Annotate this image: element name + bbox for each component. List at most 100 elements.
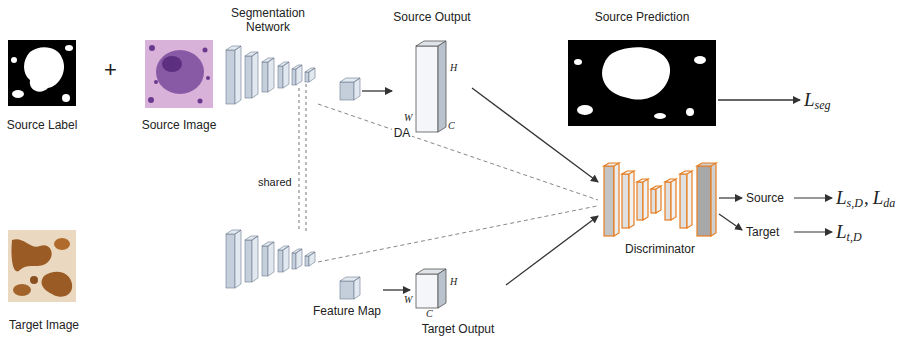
loss-arrow <box>794 197 832 198</box>
node-label: Source Output <box>392 10 472 24</box>
layer-side <box>637 179 648 220</box>
layer-side <box>245 236 258 282</box>
node-label: Feature Map <box>311 304 383 318</box>
cell-dot <box>203 48 208 53</box>
block-side <box>340 78 360 100</box>
network-layers <box>226 230 360 299</box>
mask-blob <box>694 56 706 64</box>
text-label: W <box>404 294 412 305</box>
layer-side <box>680 171 692 228</box>
node-label: Discriminator <box>598 242 722 256</box>
layer-side <box>262 58 274 92</box>
layer-side <box>245 52 258 98</box>
layer-side <box>292 65 302 85</box>
mask-blob <box>24 47 64 92</box>
edge-label: DA <box>392 126 413 140</box>
output-arrow <box>719 214 742 230</box>
node-box: Source Label <box>4 40 80 136</box>
node-box: Source Prediction <box>560 10 724 128</box>
node-label: Source Label <box>4 118 80 132</box>
cell-dot <box>198 99 203 104</box>
node-label: Target Output <box>410 322 506 336</box>
text-label: da <box>883 197 895 210</box>
output-tensor <box>416 41 446 132</box>
mask-blob <box>577 105 593 115</box>
output-arrow <box>719 197 742 198</box>
layer-face <box>697 166 711 236</box>
layer-face <box>637 182 643 220</box>
stain-region <box>13 284 31 296</box>
stain-region <box>11 239 51 271</box>
block-face <box>340 82 354 100</box>
connector <box>383 289 410 290</box>
block-face <box>340 281 354 299</box>
text-label: H <box>450 276 457 287</box>
loss-term: Lseg <box>804 89 831 112</box>
mask-blob <box>686 108 694 116</box>
layer-face <box>278 66 283 88</box>
discriminator-layers <box>604 163 716 236</box>
cell-dot <box>148 97 154 103</box>
layer-face <box>262 62 268 92</box>
mask-blob <box>11 57 17 63</box>
tensor-side <box>438 41 446 132</box>
layer-face <box>278 250 283 272</box>
layer-face <box>651 189 656 213</box>
node-box: Target Image <box>4 228 84 334</box>
layer-side <box>278 62 289 88</box>
layer-side <box>305 68 315 82</box>
loss-term: Lt,D <box>836 221 862 244</box>
text-label: + <box>104 58 117 82</box>
connector <box>362 90 392 91</box>
mask-blob <box>62 94 70 102</box>
node-box: Segmentation Network <box>218 4 362 104</box>
stain-region <box>42 272 73 297</box>
layer-side <box>604 163 619 236</box>
text-label: L <box>873 187 884 209</box>
mask-blob <box>65 45 73 51</box>
layer-face <box>292 253 296 269</box>
node-box: Discriminator <box>598 156 722 260</box>
text-label: W <box>404 112 412 123</box>
layer-face <box>665 182 671 220</box>
tensor-face <box>416 274 438 308</box>
layer-side <box>697 163 716 236</box>
layer-side <box>622 171 634 228</box>
loss-term: Ls,D,Lda <box>836 187 895 210</box>
label-image <box>8 40 76 106</box>
text-label: L <box>804 89 815 111</box>
layer-side <box>292 249 302 269</box>
mask-blob <box>654 113 666 119</box>
layer-face <box>622 174 629 228</box>
text-label: H <box>450 62 457 73</box>
node-box: Source Image <box>139 40 219 136</box>
network-layers <box>226 46 360 104</box>
text-label: shared <box>258 176 292 189</box>
text-label: t,D <box>847 231 862 244</box>
layer-face <box>305 72 309 82</box>
layer-face <box>245 240 252 282</box>
text-label: L <box>836 187 847 209</box>
prediction-image <box>568 40 716 126</box>
tissue-region <box>156 50 204 94</box>
node-box: Feature Map <box>311 272 383 322</box>
text-label: L <box>836 221 847 243</box>
layer-face <box>226 234 235 288</box>
layer-side <box>226 46 241 104</box>
mask-blob <box>602 47 670 99</box>
block-side <box>340 277 360 299</box>
tensor-side <box>438 269 446 308</box>
node-label: Source Image <box>139 118 219 132</box>
layer-face <box>305 256 309 266</box>
text-label: C <box>426 308 433 319</box>
node-label: Target Image <box>4 318 84 332</box>
layer-face <box>292 69 296 85</box>
output-tensor <box>416 269 446 308</box>
mask-blob <box>574 59 582 65</box>
connector <box>318 104 598 200</box>
stain-region <box>30 276 38 284</box>
node-box: Target Output <box>410 262 506 338</box>
mask-blob <box>12 90 24 98</box>
